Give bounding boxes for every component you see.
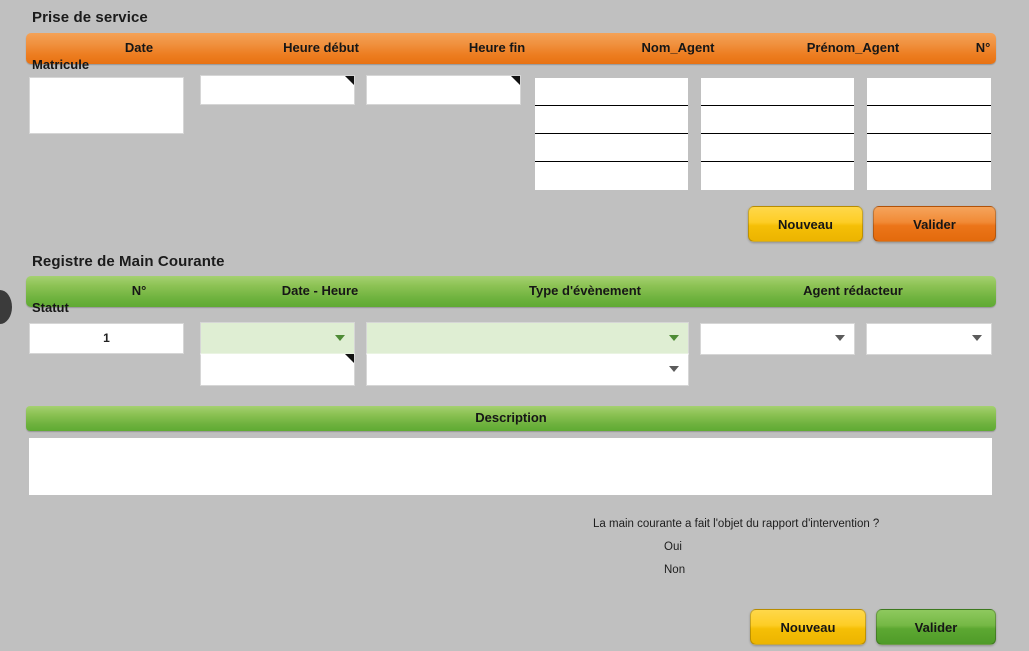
registre-column-header: N° Date - Heure Type d'évènement Agent r… xyxy=(26,276,996,314)
dropdown-corner-icon xyxy=(345,354,354,363)
chevron-down-icon xyxy=(669,366,679,372)
valider-button-registre[interactable]: Valider xyxy=(876,609,996,645)
chevron-down-icon xyxy=(669,335,679,341)
heure-fin-input[interactable] xyxy=(367,76,520,104)
statut-dropdown[interactable] xyxy=(867,324,991,354)
page-title-prise-de-service: Prise de service xyxy=(32,9,148,26)
scroll-handle-orb[interactable] xyxy=(0,290,12,324)
column-header-date-heure: Date - Heure xyxy=(281,283,359,298)
nom-agent-list[interactable] xyxy=(535,78,688,190)
row-divider xyxy=(535,133,688,134)
column-header-heure-fin: Heure fin xyxy=(468,40,526,55)
type-evenement-sub-dropdown[interactable] xyxy=(367,354,688,385)
row-divider xyxy=(701,105,854,106)
row-divider xyxy=(867,133,991,134)
column-header-prenom-agent: Prénom_Agent xyxy=(806,40,900,55)
row-divider xyxy=(867,105,991,106)
heure-debut-input[interactable] xyxy=(201,76,354,104)
row-divider xyxy=(535,105,688,106)
column-header-type-evenement: Type d'évènement xyxy=(529,283,641,298)
valider-button-prise-de-service[interactable]: Valider xyxy=(873,206,996,242)
column-header-heure-debut: Heure début xyxy=(283,40,359,55)
radio-option-oui[interactable]: Oui xyxy=(664,541,682,553)
nouveau-button-prise-de-service[interactable]: Nouveau xyxy=(748,206,863,242)
page-title-registre-main-courante: Registre de Main Courante xyxy=(32,253,225,270)
column-header-date: Date xyxy=(124,40,154,55)
row-divider xyxy=(535,161,688,162)
prenom-agent-list[interactable] xyxy=(701,78,854,190)
agent-redacteur-dropdown[interactable] xyxy=(701,324,854,354)
description-textarea[interactable] xyxy=(29,438,992,495)
row-divider xyxy=(701,133,854,134)
date-input[interactable] xyxy=(30,78,183,133)
matricule-list[interactable] xyxy=(867,78,991,190)
nouveau-button-registre[interactable]: Nouveau xyxy=(750,609,866,645)
column-header-nom-agent: Nom_Agent xyxy=(641,40,715,55)
chevron-down-icon xyxy=(835,335,845,341)
description-label: Description xyxy=(475,410,547,425)
column-header-statut: Statut xyxy=(32,300,69,314)
date-heure-dropdown[interactable] xyxy=(201,323,354,354)
description-header: Description xyxy=(26,406,996,431)
numero-value: 1 xyxy=(103,331,110,345)
column-header-numero: N° xyxy=(975,40,991,55)
column-header-agent-redacteur: Agent rédacteur xyxy=(803,283,903,298)
radio-option-non[interactable]: Non xyxy=(664,564,686,576)
rapport-question-label: La main courante a fait l'objet du rappo… xyxy=(593,518,880,530)
numero-input[interactable]: 1 xyxy=(30,324,183,353)
type-evenement-dropdown[interactable] xyxy=(367,323,688,354)
date-heure-sub-input[interactable] xyxy=(201,354,354,385)
column-header-numero: N° xyxy=(131,283,147,298)
chevron-down-icon xyxy=(972,335,982,341)
column-header-matricule: Matricule xyxy=(32,57,90,71)
row-divider xyxy=(867,161,991,162)
row-divider xyxy=(701,161,854,162)
dropdown-corner-icon xyxy=(511,76,520,85)
prise-de-service-column-header: Date Heure début Heure fin Nom_Agent Pré… xyxy=(26,33,996,71)
chevron-down-icon xyxy=(335,335,345,341)
dropdown-corner-icon xyxy=(345,76,354,85)
